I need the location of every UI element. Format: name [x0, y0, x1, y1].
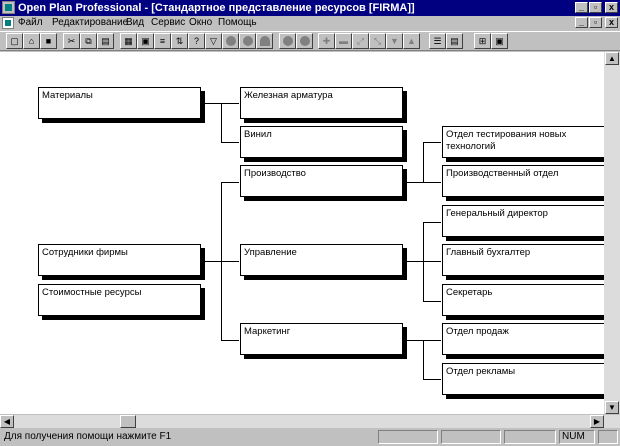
menu-help[interactable]: Помощь: [218, 17, 257, 28]
window-icon[interactable]: ▣: [491, 33, 508, 49]
node-costs[interactable]: Стоимостные ресурсы: [38, 284, 201, 316]
resource-chart-canvas[interactable]: Материалы Сотрудники фирмы Стоимостные р…: [0, 52, 620, 414]
connector-line: [423, 301, 441, 302]
node-vinyl[interactable]: Винил: [240, 126, 403, 158]
horizontal-scrollbar[interactable]: ◀ ▶: [0, 414, 620, 428]
new-file-icon[interactable]: ▢: [6, 33, 23, 49]
node-staff[interactable]: Сотрудники фирмы: [38, 244, 201, 276]
arrow-up-icon[interactable]: ▲: [403, 33, 420, 49]
status-panel: [441, 430, 501, 444]
connector-line: [204, 261, 222, 262]
status-bar: Для получения помощи нажмите F1 NUM: [0, 428, 620, 446]
app-icon[interactable]: [2, 1, 15, 14]
half-circle-icon[interactable]: [256, 33, 273, 49]
scroll-up-icon[interactable]: ▲: [605, 52, 619, 65]
properties-icon[interactable]: ≡: [154, 33, 171, 49]
connector-line: [423, 182, 441, 183]
connector-line: [423, 340, 424, 380]
connector-line: [423, 222, 424, 302]
node-iron[interactable]: Железная арматура: [240, 87, 403, 119]
node-marketing[interactable]: Маркетинг: [240, 323, 403, 355]
connector-line: [423, 142, 441, 143]
document-icon[interactable]: [2, 17, 14, 29]
close-button[interactable]: x: [605, 2, 618, 13]
plus-icon[interactable]: ✚: [318, 33, 335, 49]
node-accountant[interactable]: Главный бухгалтер: [442, 244, 605, 276]
node-testing[interactable]: Отдел тестирования новых технологий: [442, 126, 605, 158]
node-materials[interactable]: Материалы: [38, 87, 201, 119]
outline-icon[interactable]: ☰: [429, 33, 446, 49]
doc-restore-button[interactable]: ▫: [589, 17, 602, 28]
connector-line: [423, 379, 441, 380]
connector-line: [406, 340, 424, 341]
print-preview-icon[interactable]: ▣: [137, 33, 154, 49]
help-icon[interactable]: ?: [188, 33, 205, 49]
connector-line: [221, 142, 239, 143]
title-bar: Open Plan Professional - [Стандартное пр…: [0, 0, 620, 16]
zoom-fit-icon[interactable]: ⊞: [474, 33, 491, 49]
node-production-dept[interactable]: Производственный отдел: [442, 165, 605, 197]
menu-service[interactable]: Сервис: [151, 17, 186, 28]
arrow-down-icon[interactable]: ▼: [386, 33, 403, 49]
copy-icon[interactable]: ⧉: [80, 33, 97, 49]
node-management[interactable]: Управление: [240, 244, 403, 276]
circle-icon[interactable]: [239, 33, 256, 49]
open-file-icon[interactable]: ⌂: [23, 33, 40, 49]
connector-line: [423, 142, 424, 183]
menu-edit[interactable]: Редактирование: [52, 17, 129, 28]
doc-close-button[interactable]: x: [605, 17, 618, 28]
connector-line: [221, 340, 239, 341]
circle-icon[interactable]: [279, 33, 296, 49]
link-icon[interactable]: ⤢: [352, 33, 369, 49]
num-lock-indicator: NUM: [559, 430, 595, 444]
status-panel: [598, 430, 618, 444]
connector-line: [406, 182, 424, 183]
connector-line: [221, 261, 239, 262]
filter-icon[interactable]: ▽: [205, 33, 222, 49]
scroll-left-icon[interactable]: ◀: [0, 415, 14, 428]
scroll-thumb[interactable]: [120, 415, 136, 428]
node-ads[interactable]: Отдел рекламы: [442, 363, 605, 395]
connector-line: [221, 182, 239, 183]
vertical-scrollbar[interactable]: ▲ ▼: [604, 52, 620, 414]
cut-icon[interactable]: ✂: [63, 33, 80, 49]
menu-bar: Файл Редактирование Вид Сервис Окно Помо…: [0, 16, 620, 30]
connector-line: [406, 261, 424, 262]
node-sales[interactable]: Отдел продаж: [442, 323, 605, 355]
minus-icon[interactable]: ▬: [335, 33, 352, 49]
connector-line: [423, 222, 441, 223]
menu-file[interactable]: Файл: [18, 17, 43, 28]
doc-minimize-button[interactable]: _: [575, 17, 588, 28]
save-icon[interactable]: ■: [40, 33, 57, 49]
menu-window[interactable]: Окно: [189, 17, 213, 28]
unlink-icon[interactable]: ⤡: [369, 33, 386, 49]
status-panel: [504, 430, 556, 444]
connector-line: [423, 261, 441, 262]
connector-line: [221, 103, 222, 143]
node-ceo[interactable]: Генеральный директор: [442, 205, 605, 237]
circle-icon[interactable]: [296, 33, 313, 49]
wbs-icon[interactable]: ▤: [446, 33, 463, 49]
status-panel: [378, 430, 438, 444]
node-secretary[interactable]: Секретарь: [442, 284, 605, 316]
print-icon[interactable]: ▦: [120, 33, 137, 49]
toolbar: ▢ ⌂ ■ ✂ ⧉ ▤ ▦ ▣ ≡ ⇅ ? ▽ ✚ ▬ ⤢ ⤡ ▼ ▲ ☰ ▤ …: [0, 31, 620, 51]
scroll-right-icon[interactable]: ▶: [590, 415, 604, 428]
connector-line: [221, 103, 239, 104]
circle-icon[interactable]: [222, 33, 239, 49]
scroll-down-icon[interactable]: ▼: [605, 401, 619, 414]
status-text: Для получения помощи нажмите F1: [4, 431, 172, 442]
paste-icon[interactable]: ▤: [97, 33, 114, 49]
connector-line: [423, 340, 441, 341]
menu-view[interactable]: Вид: [126, 17, 145, 28]
minimize-button[interactable]: _: [575, 2, 588, 13]
connector-line: [204, 103, 222, 104]
sort-icon[interactable]: ⇅: [171, 33, 188, 49]
node-production[interactable]: Производство: [240, 165, 403, 197]
window-title: Open Plan Professional - [Стандартное пр…: [18, 2, 415, 14]
restore-button[interactable]: ▫: [589, 2, 602, 13]
